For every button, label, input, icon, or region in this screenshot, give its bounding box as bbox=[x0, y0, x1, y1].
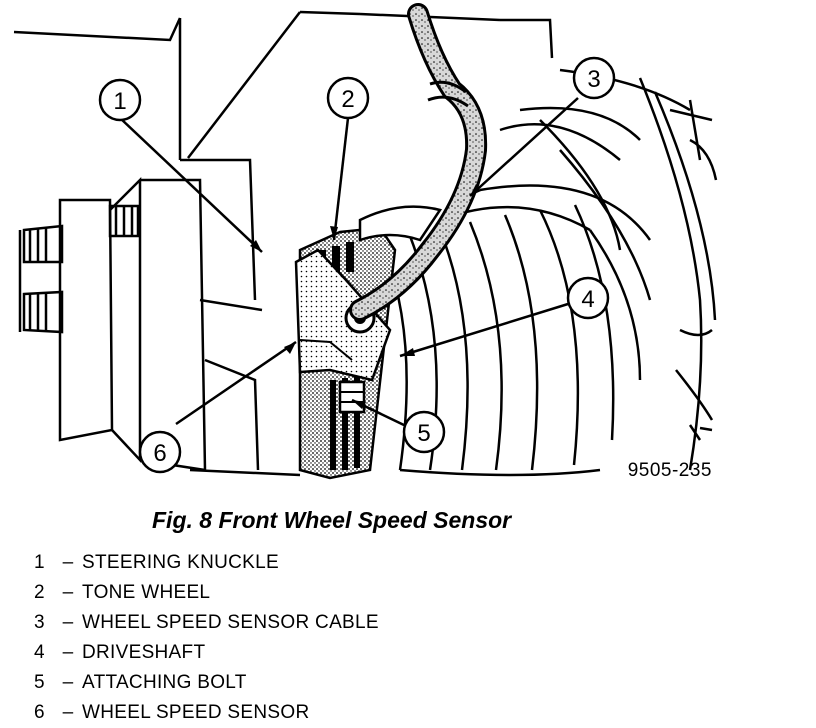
parts-legend: 1–STEERING KNUCKLE 2–TONE WHEEL 3–WHEEL … bbox=[34, 548, 379, 728]
legend-number: 2 bbox=[34, 582, 45, 603]
legend-number: 1 bbox=[34, 552, 45, 573]
legend-number: 4 bbox=[34, 642, 45, 663]
legend-label: WHEEL SPEED SENSOR bbox=[82, 702, 310, 723]
leader-line-2 bbox=[332, 117, 350, 241]
legend-separator: – bbox=[62, 672, 74, 693]
legend-separator: – bbox=[62, 582, 74, 603]
figure-caption: Fig. 8 Front Wheel Speed Sensor bbox=[152, 507, 512, 533]
callout-number: 2 bbox=[341, 86, 354, 113]
legend-number: 5 bbox=[34, 672, 45, 693]
legend-label: ATTACHING BOLT bbox=[82, 672, 247, 693]
legend-number: 3 bbox=[34, 612, 45, 633]
leader-line-6 bbox=[175, 340, 297, 426]
wheel-speed-sensor-illustration: 1 2 3 4 5 6 9505-235 bbox=[13, 3, 718, 481]
leader-lines bbox=[119, 97, 579, 428]
legend-item: 2–TONE WHEEL bbox=[34, 578, 379, 608]
callout-2: 2 bbox=[326, 76, 370, 120]
legend-item: 6–WHEEL SPEED SENSOR bbox=[34, 698, 379, 728]
wheel-speed-sensor bbox=[294, 248, 392, 382]
legend-label: DRIVESHAFT bbox=[82, 642, 206, 663]
callout-3: 3 bbox=[572, 56, 616, 100]
callout-1: 1 bbox=[98, 78, 142, 122]
legend-item: 1–STEERING KNUCKLE bbox=[34, 548, 379, 578]
steering-knuckle bbox=[18, 158, 301, 477]
legend-item: 5–ATTACHING BOLT bbox=[34, 668, 379, 698]
callout-number: 4 bbox=[581, 286, 594, 313]
figure-reference-code: 9505-235 bbox=[628, 460, 712, 481]
leader-line-1 bbox=[119, 117, 263, 253]
legend-separator: – bbox=[62, 552, 74, 573]
callout-number: 5 bbox=[417, 420, 430, 447]
legend-item: 3–WHEEL SPEED SENSOR CABLE bbox=[34, 608, 379, 638]
legend-separator: – bbox=[62, 612, 74, 633]
legend-item: 4–DRIVESHAFT bbox=[34, 638, 379, 668]
legend-label: WHEEL SPEED SENSOR CABLE bbox=[82, 612, 379, 633]
legend-label: STEERING KNUCKLE bbox=[82, 552, 279, 573]
leader-line-4 bbox=[399, 302, 569, 358]
legend-label: TONE WHEEL bbox=[82, 582, 211, 603]
callout-number: 1 bbox=[113, 88, 126, 115]
callout-6: 6 bbox=[138, 430, 182, 474]
sensor-cable bbox=[349, 3, 488, 321]
legend-separator: – bbox=[62, 642, 74, 663]
callout-5: 5 bbox=[402, 410, 446, 454]
legend-separator: – bbox=[62, 702, 74, 723]
callout-number: 3 bbox=[587, 66, 600, 93]
callout-number: 6 bbox=[153, 440, 166, 467]
legend-number: 6 bbox=[34, 702, 45, 723]
leader-line-3 bbox=[469, 97, 579, 197]
callout-4: 4 bbox=[566, 276, 610, 320]
